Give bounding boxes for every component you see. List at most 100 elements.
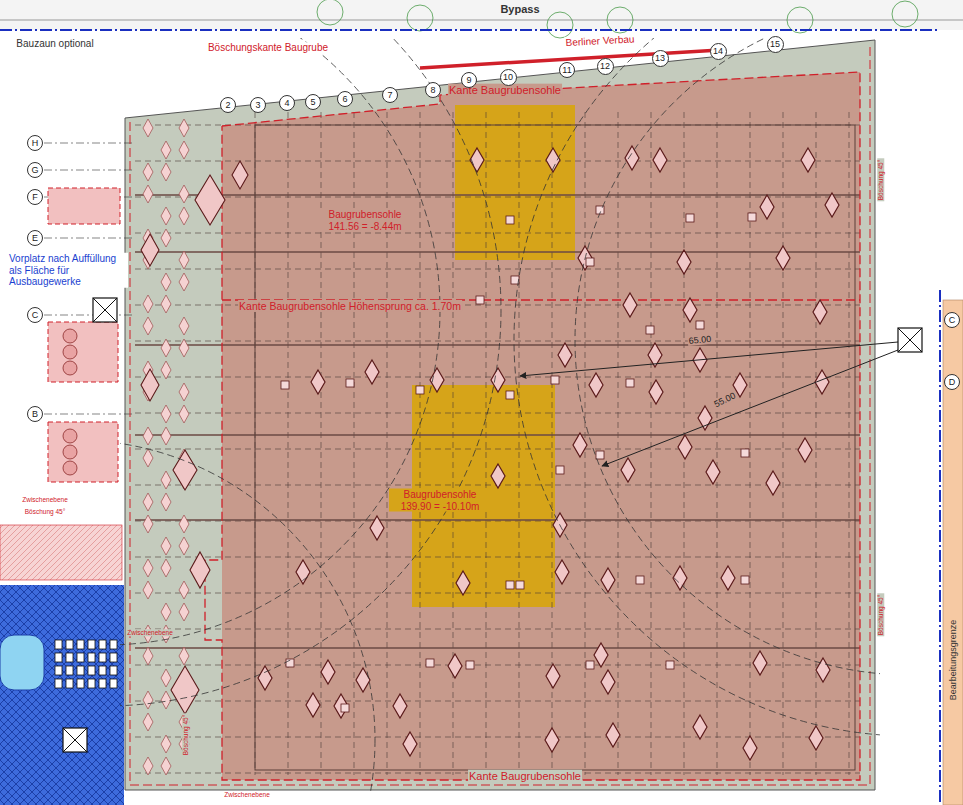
seat-symbol [55,640,62,649]
column-marker [649,380,663,404]
grid-line [135,521,860,522]
column-marker [173,450,197,490]
grid-line [135,665,860,666]
column-marker [555,560,569,584]
boundary-line [939,290,941,805]
radius-arc [514,38,880,736]
grid-line [816,112,817,775]
pile-marker [161,493,171,511]
pile-marker [179,405,189,423]
axis-bubble: 6 [337,91,353,107]
pile-marker [143,581,153,599]
column-marker [721,566,735,590]
column-square [516,581,524,589]
grid-line [135,197,860,198]
column-marker [190,552,210,588]
column-square [466,661,474,669]
axis-label: 4 [284,99,289,108]
column-square [586,661,594,669]
column-square [506,216,514,224]
seat-symbol [77,640,84,649]
column-marker [623,293,637,317]
pile-marker [143,515,153,533]
column-square [686,214,694,222]
axis-bubble: F [27,189,43,205]
column-square [586,258,594,266]
axis-label: 13 [655,54,665,63]
column-marker [673,566,687,590]
axis-label: 7 [387,91,392,100]
column-square [748,213,756,221]
pile-marker [161,603,171,621]
column-marker [491,464,505,488]
column-marker [766,471,780,495]
crane-symbol [93,298,117,322]
pile-marker [143,493,153,511]
pile-marker [179,537,189,555]
column-square [646,326,654,334]
column-square [556,466,564,474]
seat-symbol [66,653,73,662]
column-marker [456,571,470,595]
grid-line [651,112,652,775]
grid-line [135,449,860,450]
axis-bubble: H [27,135,43,151]
pile-marker [161,273,171,291]
grid-line [135,593,860,594]
column-square [741,449,749,457]
column-marker [365,360,379,384]
column-marker [393,694,407,718]
tank-symbol [63,345,77,359]
axis-bubble: 2 [220,97,236,113]
wall-label: Berliner Verbau [564,33,635,48]
pile-marker [179,251,189,269]
seat-symbol [99,653,106,662]
pile-marker [143,163,153,181]
column-marker [232,161,248,189]
seat-symbol [110,640,117,649]
column-marker [370,516,384,540]
column-marker [601,568,615,592]
axis-bubble: 5 [305,94,321,110]
seat-symbol [110,653,117,662]
axis-bubble: 15 [767,36,784,53]
grid-line [135,413,860,414]
axis-bubble: 10 [500,69,517,86]
level-label: Zwischenebene [126,629,174,636]
axis-line [135,344,860,345]
column-marker [813,300,827,324]
column-square [666,661,674,669]
axis-label: F [32,193,38,202]
tree-symbol [317,0,343,25]
boundary-line [0,29,940,31]
slope-edge [130,45,870,785]
seat-symbol [66,666,73,675]
seat-symbol [88,653,95,662]
seat-symbol [99,666,106,675]
pile-marker [143,647,153,665]
grid-line [135,269,860,270]
pile-marker [161,427,171,445]
ramp-area [48,422,118,482]
column-square [696,321,704,329]
seat-symbol [110,679,117,688]
seat-symbol [88,666,95,675]
column-marker [430,368,444,392]
column-marker [809,726,823,750]
seat-symbol [77,679,84,688]
column-marker [706,460,720,484]
pile-marker [179,119,189,137]
column-square [476,296,484,304]
pile-marker [161,229,171,247]
column-marker [825,193,839,217]
grid-line [135,161,860,162]
axis-label: 2 [225,101,230,110]
neighbour-strip [943,300,963,805]
column-marker [311,370,325,394]
tank-symbol [63,461,77,475]
grid-line [783,112,784,775]
axis-label: C [32,311,39,320]
pile-marker [161,669,171,687]
axis-line [44,315,135,316]
